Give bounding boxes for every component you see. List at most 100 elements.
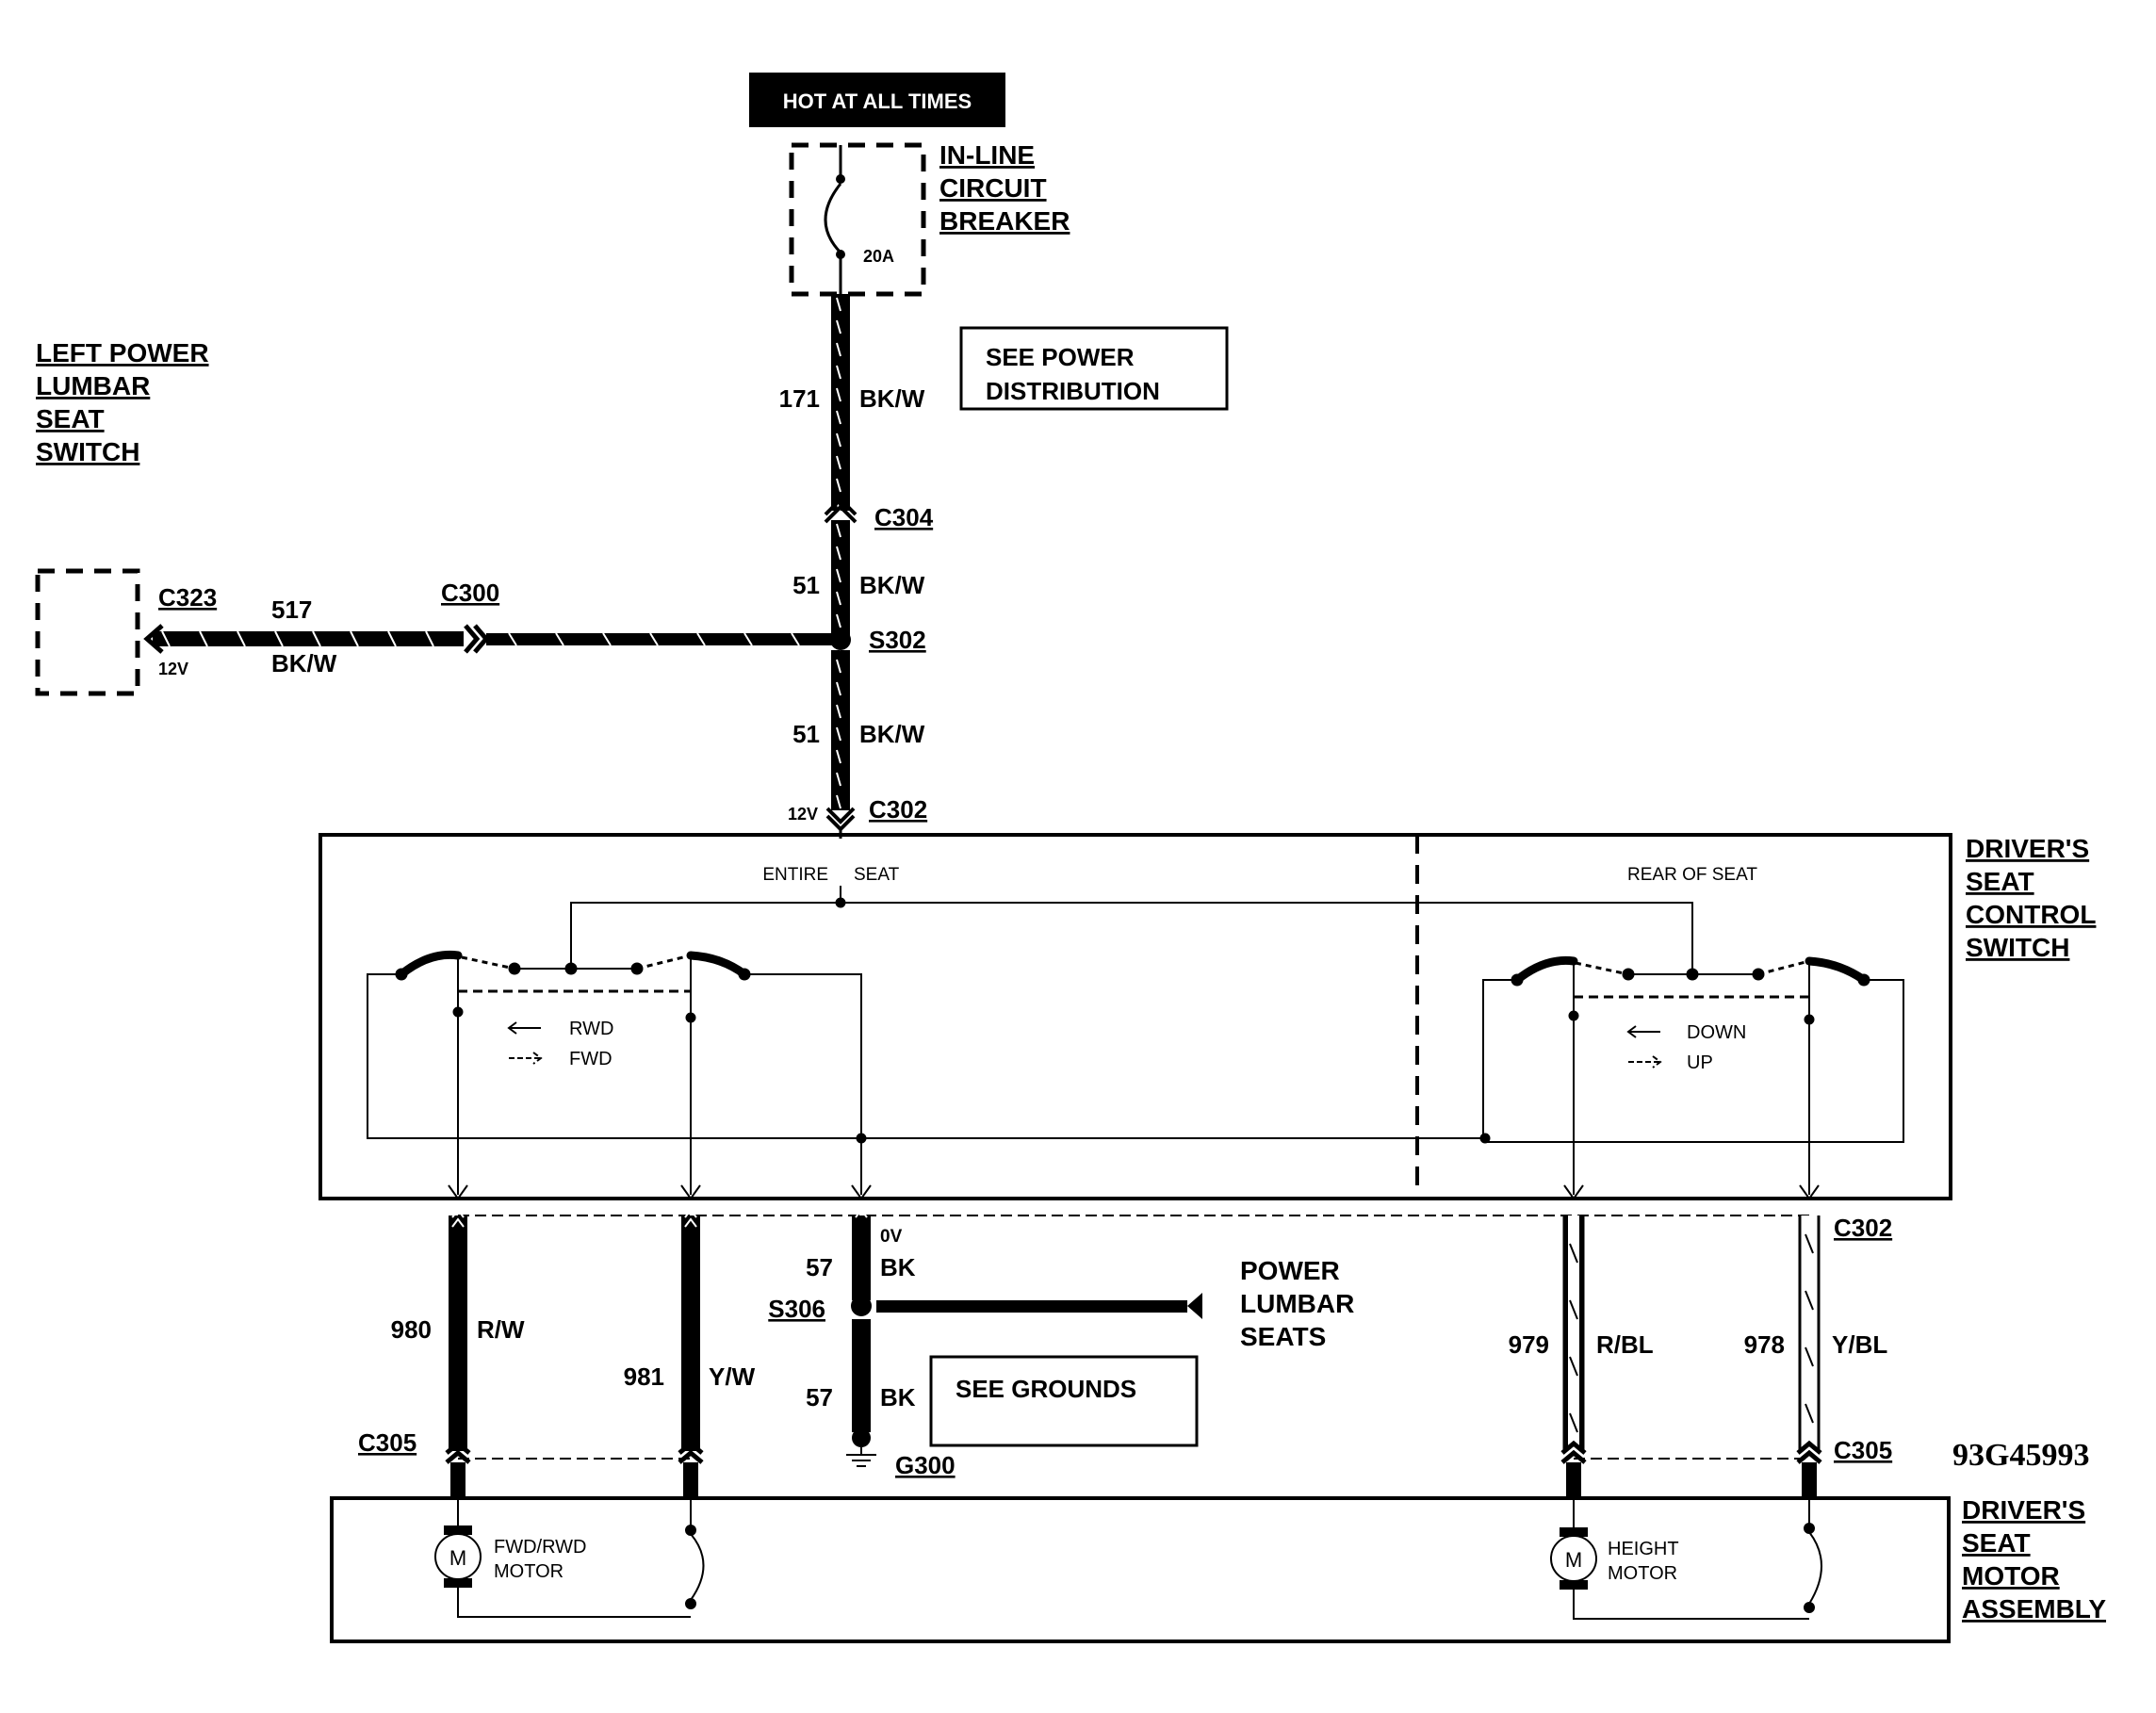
connector-c323-label: C323 bbox=[158, 583, 217, 612]
splice-s306 bbox=[851, 1296, 872, 1316]
wire-981 bbox=[681, 1215, 700, 1451]
height-motor-label-2: MOTOR bbox=[1608, 1563, 1677, 1584]
control-switch-label-1: DRIVER'S bbox=[1966, 834, 2089, 863]
power-lumbar-arrow-icon bbox=[1187, 1293, 1202, 1319]
left-switch-label-3: SEAT bbox=[36, 404, 105, 433]
left-switch-label-1: LEFT POWER bbox=[36, 338, 209, 367]
control-switch-label-3: CONTROL bbox=[1966, 900, 2096, 929]
voltage-0v: 0V bbox=[880, 1227, 903, 1247]
connector-c323-mark bbox=[143, 624, 164, 654]
down-arrow-icon bbox=[1626, 1025, 1660, 1038]
motor-assembly-label-1: DRIVER'S bbox=[1962, 1495, 2085, 1525]
svg-text:DISTRIBUTION: DISTRIBUTION bbox=[986, 377, 1160, 405]
wire-51b-number: 51 bbox=[792, 720, 820, 748]
connector-c302-top-mark bbox=[825, 807, 856, 832]
rwd-label: RWD bbox=[569, 1019, 613, 1039]
wire-979-number: 979 bbox=[1509, 1330, 1549, 1359]
wire-980-color: R/W bbox=[477, 1315, 525, 1344]
left-switch-label-4: SWITCH bbox=[36, 437, 139, 466]
power-lumbar-label-3: SEATS bbox=[1240, 1322, 1326, 1351]
seat-label: SEAT bbox=[854, 865, 900, 885]
wire-57a-color: BK bbox=[880, 1253, 916, 1281]
connector-c304-label: C304 bbox=[874, 503, 934, 531]
circuit-breaker: 20A bbox=[789, 142, 926, 297]
wire-981-number: 981 bbox=[624, 1362, 664, 1391]
wire-51-horizontal bbox=[486, 633, 835, 645]
svg-text:HOT AT ALL TIMES: HOT AT ALL TIMES bbox=[783, 90, 972, 113]
wire-980 bbox=[449, 1215, 467, 1451]
splice-s302-label: S302 bbox=[869, 626, 926, 654]
wire-51-upper bbox=[831, 520, 850, 641]
wire-51-lower bbox=[831, 650, 850, 810]
wire-51b-color: BK/W bbox=[859, 720, 925, 748]
svg-text:20A: 20A bbox=[863, 247, 894, 266]
seat-control-switch-box bbox=[318, 833, 1952, 1200]
connector-c300-mark bbox=[464, 624, 490, 654]
hot-at-all-times-badge: HOT AT ALL TIMES bbox=[749, 73, 1005, 127]
fwd-label: FWD bbox=[569, 1049, 612, 1069]
motor-assembly-label-4: ASSEMBLY bbox=[1962, 1594, 2106, 1623]
wire-57-lower bbox=[852, 1319, 871, 1432]
see-power-distribution-box: SEE POWER DISTRIBUTION bbox=[959, 326, 1229, 411]
height-motor-m: M bbox=[1565, 1548, 1582, 1572]
connector-c300-label: C300 bbox=[441, 579, 499, 607]
svg-text:SEE GROUNDS: SEE GROUNDS bbox=[956, 1375, 1136, 1403]
connector-c305-marks bbox=[445, 1440, 1822, 1464]
wire-57-upper bbox=[852, 1215, 871, 1300]
power-lumbar-label-1: POWER bbox=[1240, 1256, 1340, 1285]
fwd-motor-m: M bbox=[449, 1546, 466, 1570]
connector-c305-left-label: C305 bbox=[358, 1428, 416, 1457]
fwd-arrow-icon bbox=[509, 1052, 543, 1065]
splice-s302 bbox=[830, 629, 851, 650]
wire-517-number: 517 bbox=[271, 595, 312, 624]
power-lumbar-label-2: LUMBAR bbox=[1240, 1289, 1354, 1318]
up-arrow-icon bbox=[1628, 1055, 1662, 1069]
fwd-rwd-switch-mechanism bbox=[367, 886, 1485, 1200]
connector-c305-right-label: C305 bbox=[1834, 1436, 1892, 1464]
ground-g300-label: G300 bbox=[895, 1451, 956, 1479]
height-switch-mechanism bbox=[841, 902, 1904, 1200]
wire-51a-number: 51 bbox=[792, 571, 820, 599]
motor-assembly-label-3: MOTOR bbox=[1962, 1561, 2060, 1591]
wire-57b-color: BK bbox=[880, 1383, 916, 1411]
ground-g300-icon bbox=[846, 1447, 876, 1467]
wire-57b-number: 57 bbox=[806, 1383, 833, 1411]
wire-978-number: 978 bbox=[1744, 1330, 1785, 1359]
diagram-id: 93G45993 bbox=[1952, 1438, 2089, 1473]
rear-of-seat-label: REAR OF SEAT bbox=[1627, 865, 1757, 885]
wire-power-lumbar bbox=[876, 1300, 1187, 1313]
breaker-label-2: CIRCUIT bbox=[939, 173, 1047, 203]
breaker-label-1: IN-LINE bbox=[939, 140, 1035, 170]
down-label: DOWN bbox=[1687, 1022, 1746, 1043]
wire-517 bbox=[153, 631, 464, 646]
fwd-motor-label-2: MOTOR bbox=[494, 1561, 564, 1582]
left-lumbar-switch-box bbox=[35, 568, 140, 696]
wire-978 bbox=[1800, 1215, 1819, 1451]
wire-171 bbox=[831, 294, 850, 511]
entire-label: ENTIRE bbox=[762, 865, 828, 885]
connector-c302-top-label: C302 bbox=[869, 795, 927, 824]
height-motor-label-1: HEIGHT bbox=[1608, 1539, 1679, 1559]
wire-980-number: 980 bbox=[391, 1315, 432, 1344]
left-switch-label-2: LUMBAR bbox=[36, 371, 150, 400]
wire-517-color: BK/W bbox=[271, 649, 337, 677]
control-switch-label-4: SWITCH bbox=[1966, 933, 2069, 962]
wire-981-color: Y/W bbox=[709, 1362, 756, 1391]
wire-57a-number: 57 bbox=[806, 1253, 833, 1281]
splice-s306-label: S306 bbox=[768, 1295, 825, 1323]
voltage-12v-top: 12V bbox=[788, 805, 818, 824]
motor-assembly-label-2: SEAT bbox=[1962, 1528, 2031, 1558]
control-switch-label-2: SEAT bbox=[1966, 867, 2034, 896]
up-label: UP bbox=[1687, 1052, 1713, 1073]
wire-171-color: BK/W bbox=[859, 384, 925, 413]
rwd-arrow-icon bbox=[507, 1021, 541, 1035]
fwd-rwd-motor-icon bbox=[434, 1498, 705, 1618]
fwd-motor-label-1: FWD/RWD bbox=[494, 1537, 587, 1558]
breaker-label-3: BREAKER bbox=[939, 206, 1070, 236]
wire-171-number: 171 bbox=[779, 384, 820, 413]
left-switch-voltage: 12V bbox=[158, 660, 188, 678]
connector-c304-mark bbox=[824, 497, 858, 524]
see-grounds-box: SEE GROUNDS bbox=[929, 1355, 1199, 1447]
wire-978-color: Y/BL bbox=[1832, 1330, 1887, 1359]
